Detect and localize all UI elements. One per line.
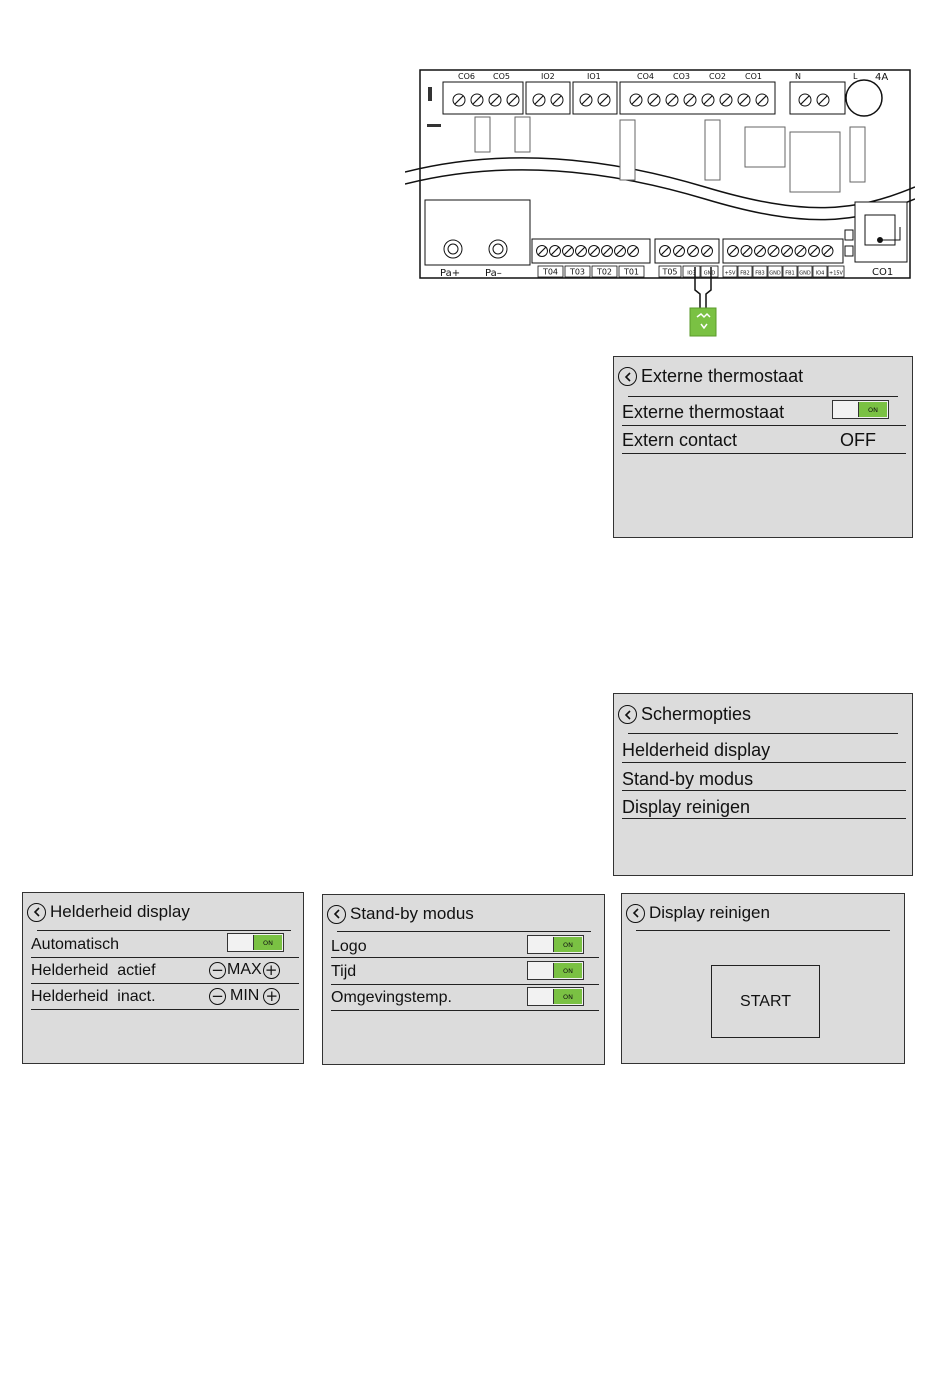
screen-header: Externe thermostaat bbox=[618, 366, 803, 387]
top-connector-label: CO4 bbox=[637, 72, 654, 81]
back-icon[interactable] bbox=[327, 904, 346, 924]
toggle-on-label: ON bbox=[553, 963, 582, 978]
top-connector-label: CO5 bbox=[493, 72, 510, 81]
row-externe-thermostaat-label: Externe thermostaat bbox=[622, 402, 785, 422]
row-extern-contact-label: Extern contact bbox=[622, 430, 738, 450]
row-automatisch-label: Automatisch bbox=[31, 936, 120, 953]
toggle-on-label: ON bbox=[553, 937, 582, 952]
back-icon[interactable] bbox=[618, 705, 637, 724]
start-button[interactable]: START bbox=[711, 965, 820, 1038]
stepper-value: MAX bbox=[227, 961, 262, 978]
bottom-connector-label: +15V bbox=[829, 271, 844, 277]
row-helderheid-inact-label: Helderheid inact. bbox=[31, 988, 156, 1005]
top-connector-label: IO1 bbox=[587, 72, 601, 81]
toggle-on-label: ON bbox=[553, 989, 582, 1004]
back-icon[interactable] bbox=[618, 367, 637, 386]
bottom-connector-label: FB2 bbox=[740, 271, 750, 277]
screen-header: Helderheid display bbox=[27, 902, 190, 922]
top-terminal-block-3 bbox=[572, 81, 618, 115]
fuse-label: 4A bbox=[875, 72, 888, 83]
stepper-helderheid-inact: − MIN + bbox=[209, 987, 281, 1005]
pressure-label-minus: Pa– bbox=[485, 268, 502, 279]
plus-icon[interactable]: + bbox=[263, 987, 281, 1005]
bottom-connector-label: +5V bbox=[725, 271, 736, 277]
toggle-tijd[interactable]: ON bbox=[527, 961, 584, 980]
bottom-connector-label: IO4 bbox=[816, 271, 825, 277]
bottom-connector-label: FB1 bbox=[785, 271, 795, 277]
screen-schermopties: Schermopties Helderheid display Stand-by… bbox=[613, 693, 913, 876]
bottom-connector-label: T05 bbox=[661, 268, 677, 277]
bottom-connector-label: GND bbox=[704, 271, 716, 277]
screen-header: Schermopties bbox=[618, 704, 751, 725]
bottom-connector-label: GND bbox=[799, 271, 811, 277]
plus-icon[interactable]: + bbox=[262, 961, 280, 979]
row-helderheid-actief-label: Helderheid actief bbox=[31, 962, 156, 979]
top-terminal-block-4 bbox=[619, 81, 776, 115]
toggle-on-label: ON bbox=[858, 402, 887, 417]
back-icon[interactable] bbox=[626, 903, 645, 923]
top-connector-label: IO2 bbox=[541, 72, 555, 81]
screen-helderheid-display: Helderheid display Automatisch ON Helder… bbox=[22, 892, 304, 1064]
screen-title: Schermopties bbox=[641, 704, 752, 724]
top-connector-label: L bbox=[853, 72, 858, 81]
screen-title: Helderheid display bbox=[50, 902, 190, 921]
stepper-helderheid-actief: − MAX + bbox=[209, 961, 280, 979]
minus-icon[interactable]: − bbox=[209, 987, 226, 1005]
top-terminal-block-2 bbox=[525, 81, 571, 115]
bottom-connector-label: T04 bbox=[542, 268, 558, 277]
menu-item-display-reinigen[interactable]: Display reinigen bbox=[622, 797, 751, 817]
bottom-connector-label: IO3 bbox=[687, 271, 696, 277]
screen-title: Stand-by modus bbox=[350, 904, 474, 923]
toggle-externe-thermostaat[interactable]: ON bbox=[832, 400, 889, 419]
bottom-connector-label: T02 bbox=[596, 268, 612, 277]
bottom-connector-label: GND bbox=[769, 271, 781, 277]
top-connector-label: CO1 bbox=[745, 72, 762, 81]
screen-title: Display reinigen bbox=[649, 903, 770, 922]
back-icon[interactable] bbox=[27, 902, 46, 922]
fuse bbox=[845, 79, 883, 117]
bottom-connector-labels: T04 T03 T02 T01 T05 IO3 GND +5V FB2 FB3 GND FB1 GND I… bbox=[537, 265, 845, 278]
menu-item-helderheid-display[interactable]: Helderheid display bbox=[622, 740, 771, 760]
top-connector-label: CO3 bbox=[673, 72, 690, 81]
toggle-omgevingstemp[interactable]: ON bbox=[527, 987, 584, 1006]
row-tijd-label: Tijd bbox=[331, 963, 357, 980]
menu-item-stand-by-modus[interactable]: Stand-by modus bbox=[622, 769, 754, 789]
top-connector-label: CO2 bbox=[709, 72, 726, 81]
top-connector-label: N bbox=[795, 72, 801, 81]
toggle-automatisch[interactable]: ON bbox=[227, 933, 284, 952]
external-thermostat-module bbox=[689, 307, 717, 337]
screen-title: Externe thermostaat bbox=[641, 366, 804, 386]
row-omgevingstemp-label: Omgevingstemp. bbox=[331, 989, 452, 1006]
toggle-logo[interactable]: ON bbox=[527, 935, 584, 954]
screen-externe-thermostaat: Externe thermostaat Externe thermostaat … bbox=[613, 356, 913, 538]
stepper-value: MIN bbox=[230, 987, 260, 1004]
row-extern-contact-value: OFF bbox=[840, 430, 876, 450]
bottom-connector-label: FB3 bbox=[755, 271, 765, 277]
pressure-sensor-block: Pa+ Pa– bbox=[424, 199, 531, 279]
screen-display-reinigen: Display reinigen START bbox=[621, 893, 905, 1064]
top-connector-labels: CO6 CO5 IO2 IO1 CO4 CO3 CO2 CO1 N L bbox=[458, 72, 858, 81]
communication-port: CO1 bbox=[854, 201, 908, 278]
top-connector-label: CO6 bbox=[458, 72, 475, 81]
row-logo-label: Logo bbox=[331, 938, 367, 955]
minus-icon[interactable]: − bbox=[209, 961, 226, 979]
comm-port-label: CO1 bbox=[872, 267, 893, 278]
pressure-label-plus: Pa+ bbox=[440, 268, 460, 279]
bottom-connector-label: T01 bbox=[623, 268, 639, 277]
screen-header: Stand-by modus bbox=[327, 904, 474, 924]
screen-stand-by-modus: Stand-by modus Logo ON Tijd ON Omgevings… bbox=[322, 894, 605, 1065]
bottom-connector-label: T03 bbox=[569, 268, 585, 277]
toggle-on-label: ON bbox=[253, 935, 282, 950]
screen-header: Display reinigen bbox=[626, 903, 770, 923]
control-board-diagram: Pa+ Pa– T04 T03 T02 T01 T05 IO3 GND +5V FB2 FB3 GN… bbox=[405, 69, 915, 337]
